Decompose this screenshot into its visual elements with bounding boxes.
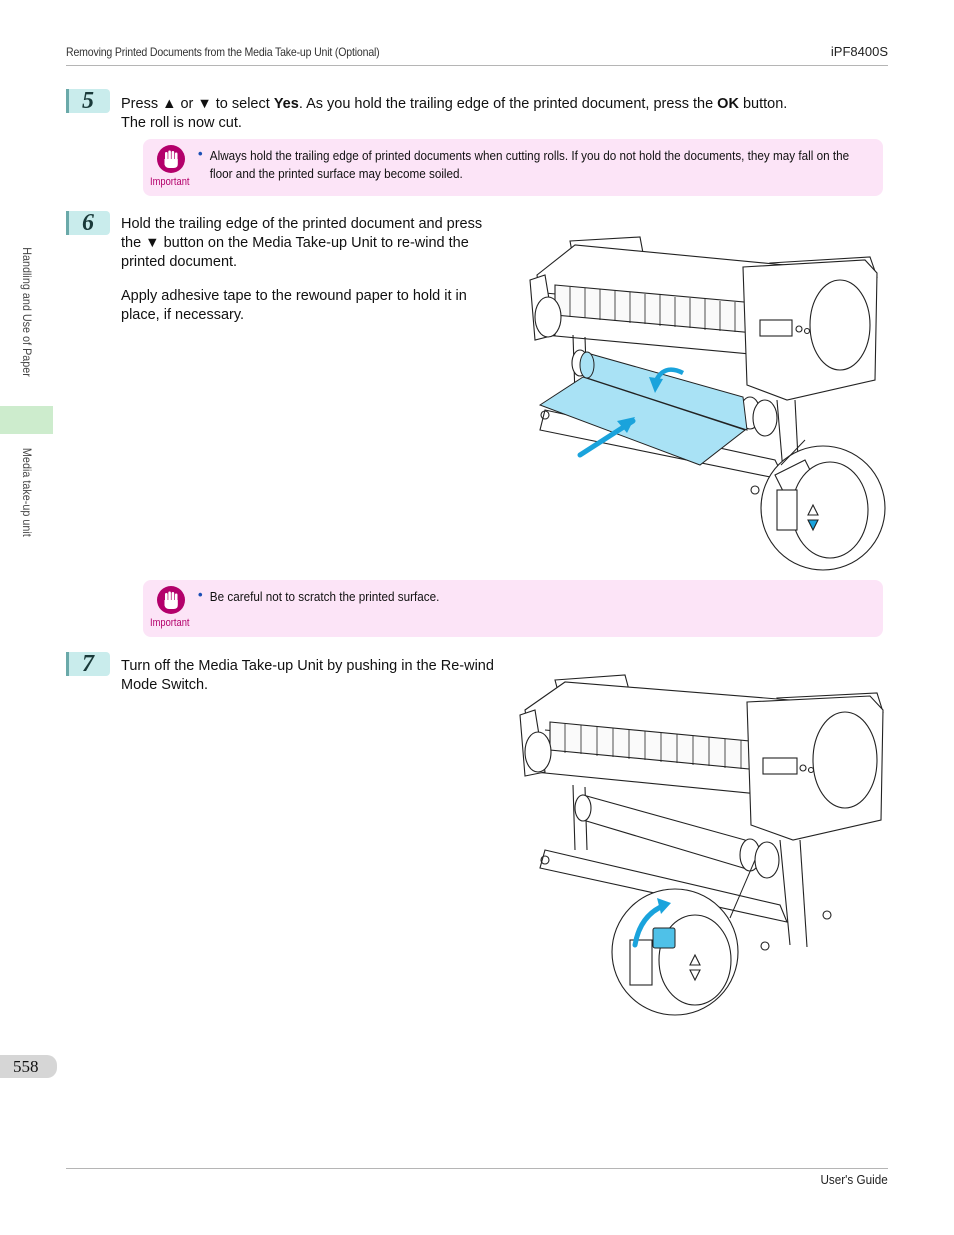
hand-stop-icon bbox=[157, 145, 185, 173]
hand-stop-icon bbox=[157, 586, 185, 614]
rewind-mode-switch-illustration bbox=[519, 674, 884, 1016]
step-5-badge: 5 bbox=[66, 89, 110, 113]
important-label: Important bbox=[150, 176, 190, 188]
side-tab-highlight bbox=[0, 406, 53, 434]
step-6-badge: 6 bbox=[66, 211, 110, 235]
important-label: Important bbox=[150, 617, 190, 629]
important-text: Always hold the trailing edge of printed… bbox=[209, 148, 850, 181]
step-6-paragraph-2: Apply adhesive tape to the rewound paper… bbox=[121, 288, 467, 323]
bullet-mark: • bbox=[198, 146, 203, 161]
important-note-1: Important • Always hold the trailing edg… bbox=[143, 139, 883, 196]
footer-guide-name: User's Guide bbox=[820, 1172, 888, 1187]
important-text: Be careful not to scratch the printed su… bbox=[209, 589, 440, 604]
page-number: 558 bbox=[0, 1055, 57, 1078]
printer-rewind-illustration bbox=[529, 236, 886, 571]
step-7-badge: 7 bbox=[66, 652, 110, 676]
bullet-mark: • bbox=[198, 587, 203, 602]
side-tab-chapter[interactable]: Handling and Use of Paper bbox=[20, 247, 34, 377]
step-6-paragraph-1: Hold the trailing edge of the printed do… bbox=[121, 216, 483, 270]
step-5-text: Press ▲ or ▼ to select Yes. As you hold … bbox=[121, 96, 788, 131]
header-divider bbox=[66, 65, 888, 66]
header-section-title: Removing Printed Documents from the Medi… bbox=[66, 45, 380, 59]
header-model-name: iPF8400S bbox=[830, 44, 888, 59]
footer-divider bbox=[66, 1168, 888, 1169]
step-7-paragraph-1: Turn off the Media Take-up Unit by pushi… bbox=[121, 658, 494, 693]
side-tab-section[interactable]: Media take-up unit bbox=[20, 447, 34, 537]
important-note-2: Important • Be careful not to scratch th… bbox=[143, 580, 883, 637]
